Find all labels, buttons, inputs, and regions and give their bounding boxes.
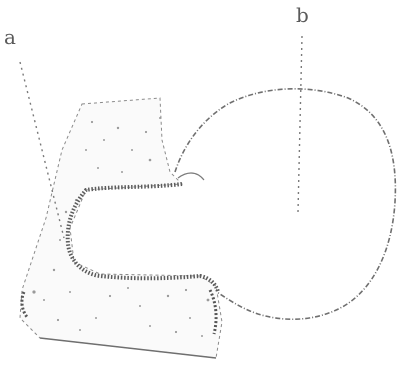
leader-line-b bbox=[298, 36, 302, 212]
label-b: b bbox=[296, 3, 309, 27]
tissue-mass bbox=[20, 98, 222, 358]
label-a: a bbox=[4, 25, 16, 49]
